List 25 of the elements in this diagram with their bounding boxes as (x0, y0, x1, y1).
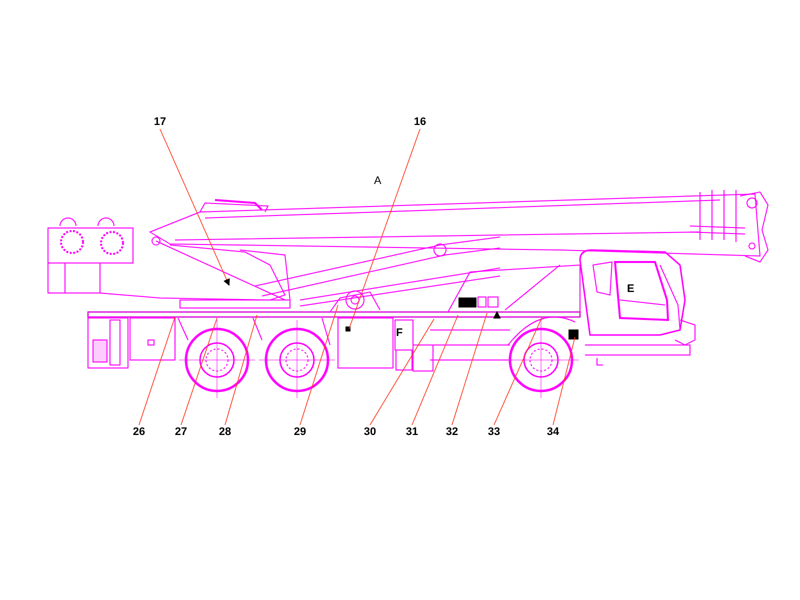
leader-line (370, 318, 434, 426)
leader-line (300, 304, 338, 426)
callout-number: 34 (542, 425, 564, 439)
leader-line (160, 128, 230, 286)
leader-line (348, 128, 420, 330)
callout-number: 26 (128, 425, 150, 439)
view-letter: F (396, 327, 403, 339)
leader-line (180, 318, 218, 426)
leader-line (452, 312, 488, 426)
view-letter: A (374, 175, 382, 187)
leader-line (224, 314, 258, 426)
callout-number: 28 (214, 425, 236, 439)
callout-number: 33 (483, 425, 505, 439)
callout-number: 16 (409, 115, 431, 129)
leader-line (412, 314, 458, 426)
callout-number: 31 (401, 425, 423, 439)
callout-number: 32 (441, 425, 463, 439)
view-letter: E (627, 283, 634, 295)
callout-number: 17 (149, 115, 171, 129)
callout-number: 29 (289, 425, 311, 439)
callout-number: 27 (170, 425, 192, 439)
callout-number: 30 (359, 425, 381, 439)
leader-line (138, 316, 176, 426)
leader-line (552, 336, 576, 426)
leader-line (494, 316, 542, 426)
